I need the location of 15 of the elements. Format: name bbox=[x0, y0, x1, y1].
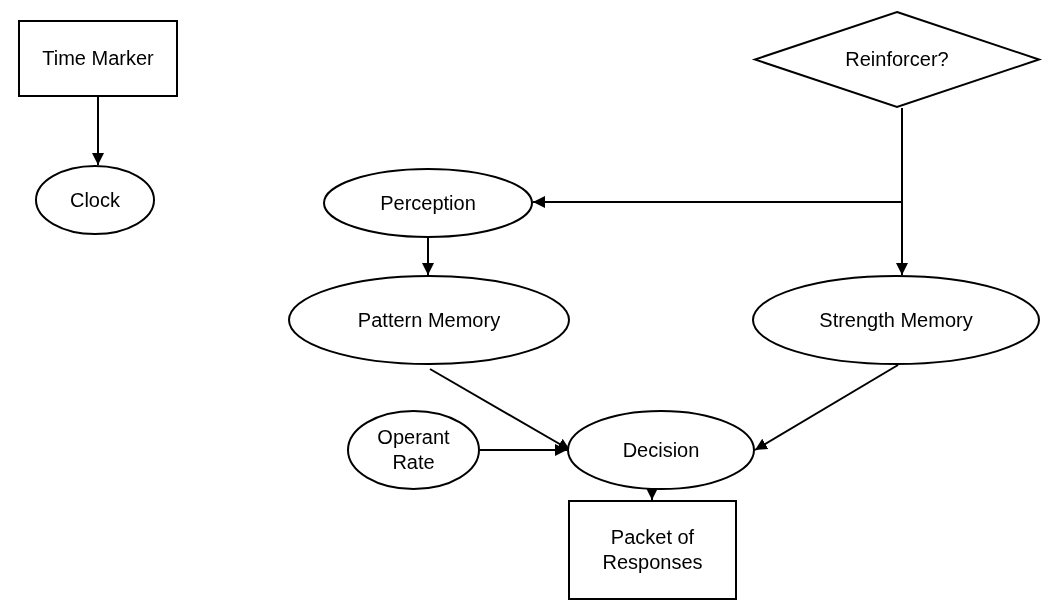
node-label: Decision bbox=[622, 437, 700, 463]
arrow bbox=[896, 107, 908, 276]
arrow bbox=[754, 364, 899, 451]
arrow bbox=[479, 444, 568, 456]
node-label: Packet of Responses bbox=[601, 525, 704, 575]
node-label: Clock bbox=[70, 187, 120, 213]
arrow bbox=[422, 237, 434, 276]
node-label: Strength Memory bbox=[819, 307, 973, 333]
node-label: Pattern Memory bbox=[357, 307, 501, 333]
node-label: Time Marker bbox=[42, 46, 154, 71]
arrow bbox=[646, 488, 658, 501]
node-label: Perception bbox=[380, 190, 476, 216]
node-label: Reinforcer? bbox=[845, 47, 949, 72]
node-label: Operant Rate bbox=[376, 425, 451, 475]
arrow bbox=[92, 96, 104, 166]
